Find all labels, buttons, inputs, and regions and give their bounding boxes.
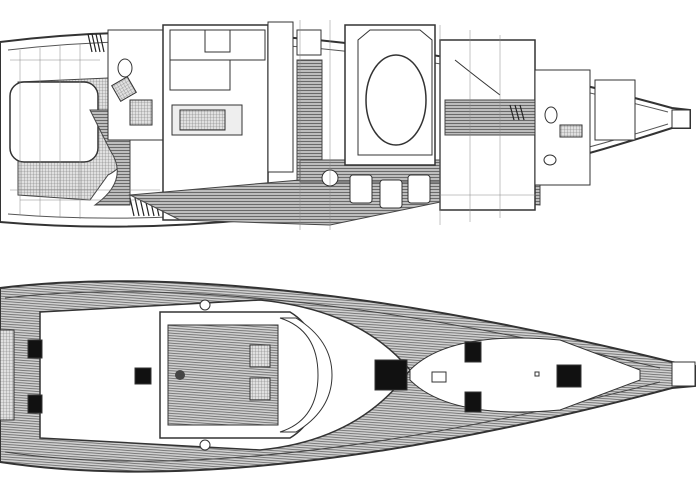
deck-hatches	[27, 339, 582, 414]
deck-plan-view	[0, 280, 696, 473]
shower-grate	[111, 76, 137, 102]
saloon-table	[365, 54, 427, 146]
deck-fitting	[534, 371, 540, 377]
mast-step-icon	[431, 371, 447, 383]
bow-stem	[671, 109, 691, 129]
chart-table	[169, 59, 231, 91]
interior-layout-view	[0, 20, 691, 230]
shower-grate	[559, 124, 583, 138]
steering-wheel-icon	[175, 370, 185, 380]
toilet-icon	[117, 58, 133, 78]
forward-cabin-floor	[444, 99, 536, 136]
shower-grate	[129, 99, 153, 126]
transom-grid	[0, 329, 15, 421]
cockpit-seat-grid	[249, 377, 271, 401]
bow-roller	[671, 361, 696, 387]
cockpit-sole	[167, 324, 279, 426]
sprayhood	[279, 317, 333, 433]
aft-berth	[9, 81, 99, 163]
sink-icon	[204, 29, 231, 53]
winch-icon	[199, 439, 211, 451]
stove-icon	[296, 29, 322, 56]
galley	[267, 21, 294, 173]
locker-grid	[10, 20, 540, 230]
toilet-icon	[544, 106, 558, 124]
chain-locker	[594, 79, 636, 141]
winch-icon	[199, 299, 211, 311]
sink-icon	[543, 154, 557, 166]
cockpit-seat-grid	[249, 344, 271, 368]
